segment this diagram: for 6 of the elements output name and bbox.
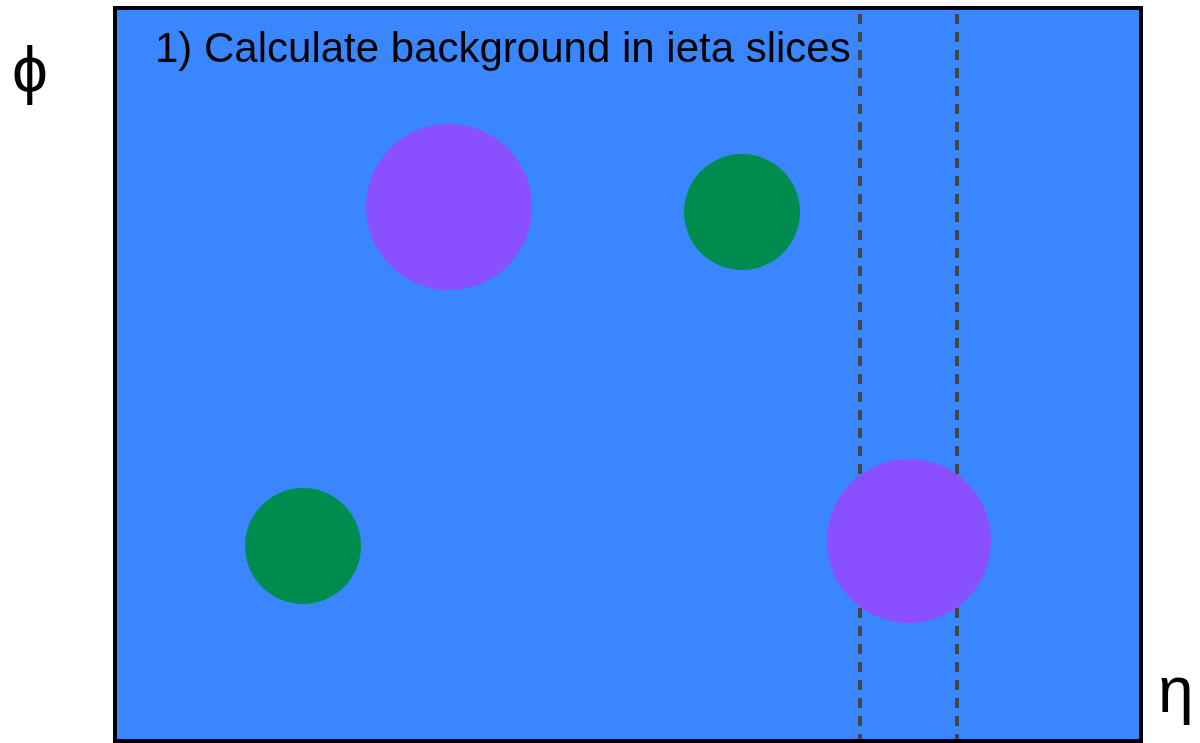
jet-circle [366, 124, 532, 290]
jet-circle [827, 459, 991, 623]
jet-circle [684, 154, 800, 270]
jet-circle [245, 488, 361, 604]
plot-panel [113, 6, 1143, 743]
panel-title: 1) Calculate background in ieta slices [155, 24, 851, 72]
